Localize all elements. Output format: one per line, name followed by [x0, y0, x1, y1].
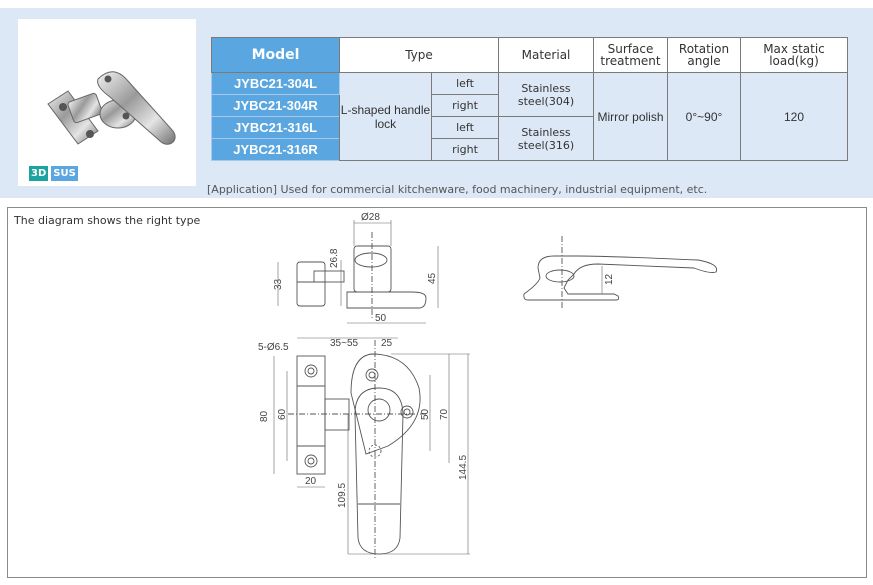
badge-sus: SUS: [51, 166, 78, 181]
header-material: Material: [498, 37, 594, 73]
dim-25: 25: [381, 338, 393, 349]
dim-50: 50: [420, 408, 431, 420]
material-cell-316: Stainless steel(316): [498, 116, 594, 161]
dim-60: 60: [277, 408, 288, 420]
spec-table: Model Type Material Surface treatment Ro…: [211, 37, 848, 161]
dim-144-5: 144.5: [458, 455, 469, 480]
header-model: Model: [211, 37, 340, 73]
model-cell: JYBC21-316R: [211, 138, 340, 161]
material-cell-304: Stainless steel(304): [498, 72, 594, 117]
table-row: JYBC21-316L left Stainless steel(316): [211, 116, 848, 161]
badge-3d: 3D: [29, 166, 49, 181]
dim-109-5: 109.5: [337, 483, 348, 508]
product-photo: 3D SUS: [18, 19, 196, 186]
product-info-panel: 3D SUS Model Type Material Surface treat…: [0, 8, 873, 198]
side-cell: left: [431, 116, 499, 139]
dim-diameter-28: Ø28: [361, 212, 380, 223]
header-surface: Surface treatment: [593, 37, 668, 73]
header-rotation: Rotation angle: [667, 37, 741, 73]
model-cell: JYBC21-304R: [211, 94, 340, 117]
dim-26-8: 26.8: [329, 248, 340, 268]
load-cell: 120: [740, 72, 848, 161]
type-cell: L-shaped handle lock: [339, 72, 432, 161]
table-row: JYBC21-316R right: [211, 138, 848, 161]
technical-diagram-panel: The diagram shows the right type: [7, 207, 867, 578]
header-type: Type: [339, 37, 499, 73]
model-cell: JYBC21-316L: [211, 116, 340, 139]
dim-80: 80: [259, 410, 270, 422]
side-cell: right: [431, 138, 499, 161]
table-header-row: Model Type Material Surface treatment Ro…: [211, 37, 848, 73]
side-cell: right: [431, 94, 499, 117]
diagram-caption: The diagram shows the right type: [14, 214, 201, 227]
dim-50-top: 50: [375, 313, 387, 324]
table-row: JYBC21-304R right: [211, 94, 848, 117]
model-cell: JYBC21-304L: [211, 72, 340, 95]
application-note: [Application] Used for commercial kitche…: [207, 183, 708, 196]
side-cell: left: [431, 72, 499, 95]
technical-drawing: Ø28 26.8 33 45 50 12 5-Ø6.5 35~55 25 80 …: [258, 212, 718, 560]
header-load: Max static load(kg): [740, 37, 848, 73]
dim-45: 45: [427, 272, 438, 284]
dim-70: 70: [439, 408, 450, 420]
dim-holes: 5-Ø6.5: [258, 342, 289, 353]
dim-12: 12: [604, 273, 615, 285]
dimension-labels: Ø28 26.8 33 45 50 12 5-Ø6.5 35~55 25 80 …: [258, 212, 615, 508]
badge-group: 3D SUS: [29, 166, 78, 181]
table-row: JYBC21-304L L-shaped handle lock left St…: [211, 72, 848, 161]
dim-33: 33: [273, 278, 284, 290]
dim-20: 20: [305, 476, 317, 487]
dim-35-55: 35~55: [330, 338, 359, 349]
rotation-cell: 0°~90°: [667, 72, 741, 161]
product-photo-image: [47, 71, 176, 145]
surface-cell: Mirror polish: [593, 72, 668, 161]
